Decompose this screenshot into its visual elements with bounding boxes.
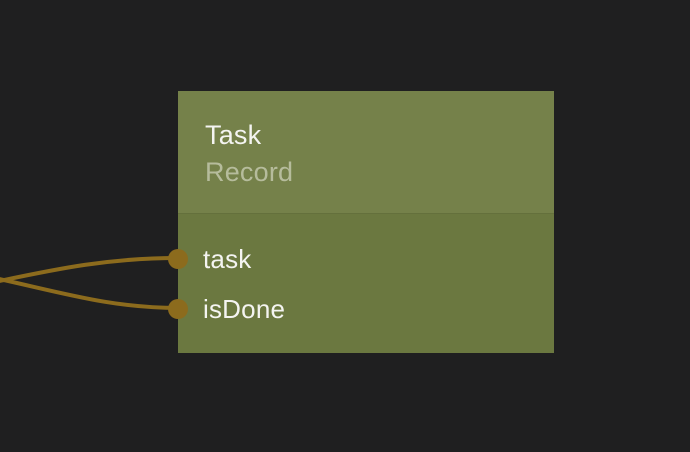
edge-to-isdone-port[interactable] — [0, 277, 179, 310]
node-header[interactable]: Task Record — [178, 91, 554, 213]
node-subtitle: Record — [205, 157, 294, 187]
input-port-task[interactable] — [168, 249, 188, 269]
input-port-isdone[interactable] — [168, 299, 188, 319]
edge-to-task-port[interactable] — [0, 256, 179, 283]
node-title: Task — [205, 120, 262, 150]
task-record-node[interactable]: Task Record task isDone — [168, 91, 554, 353]
field-row-isdone: isDone — [168, 284, 554, 334]
field-row-task: task — [168, 234, 554, 284]
field-label-isdone: isDone — [203, 293, 286, 324]
field-label-task: task — [203, 243, 252, 274]
node-body: task isDone — [168, 213, 554, 353]
